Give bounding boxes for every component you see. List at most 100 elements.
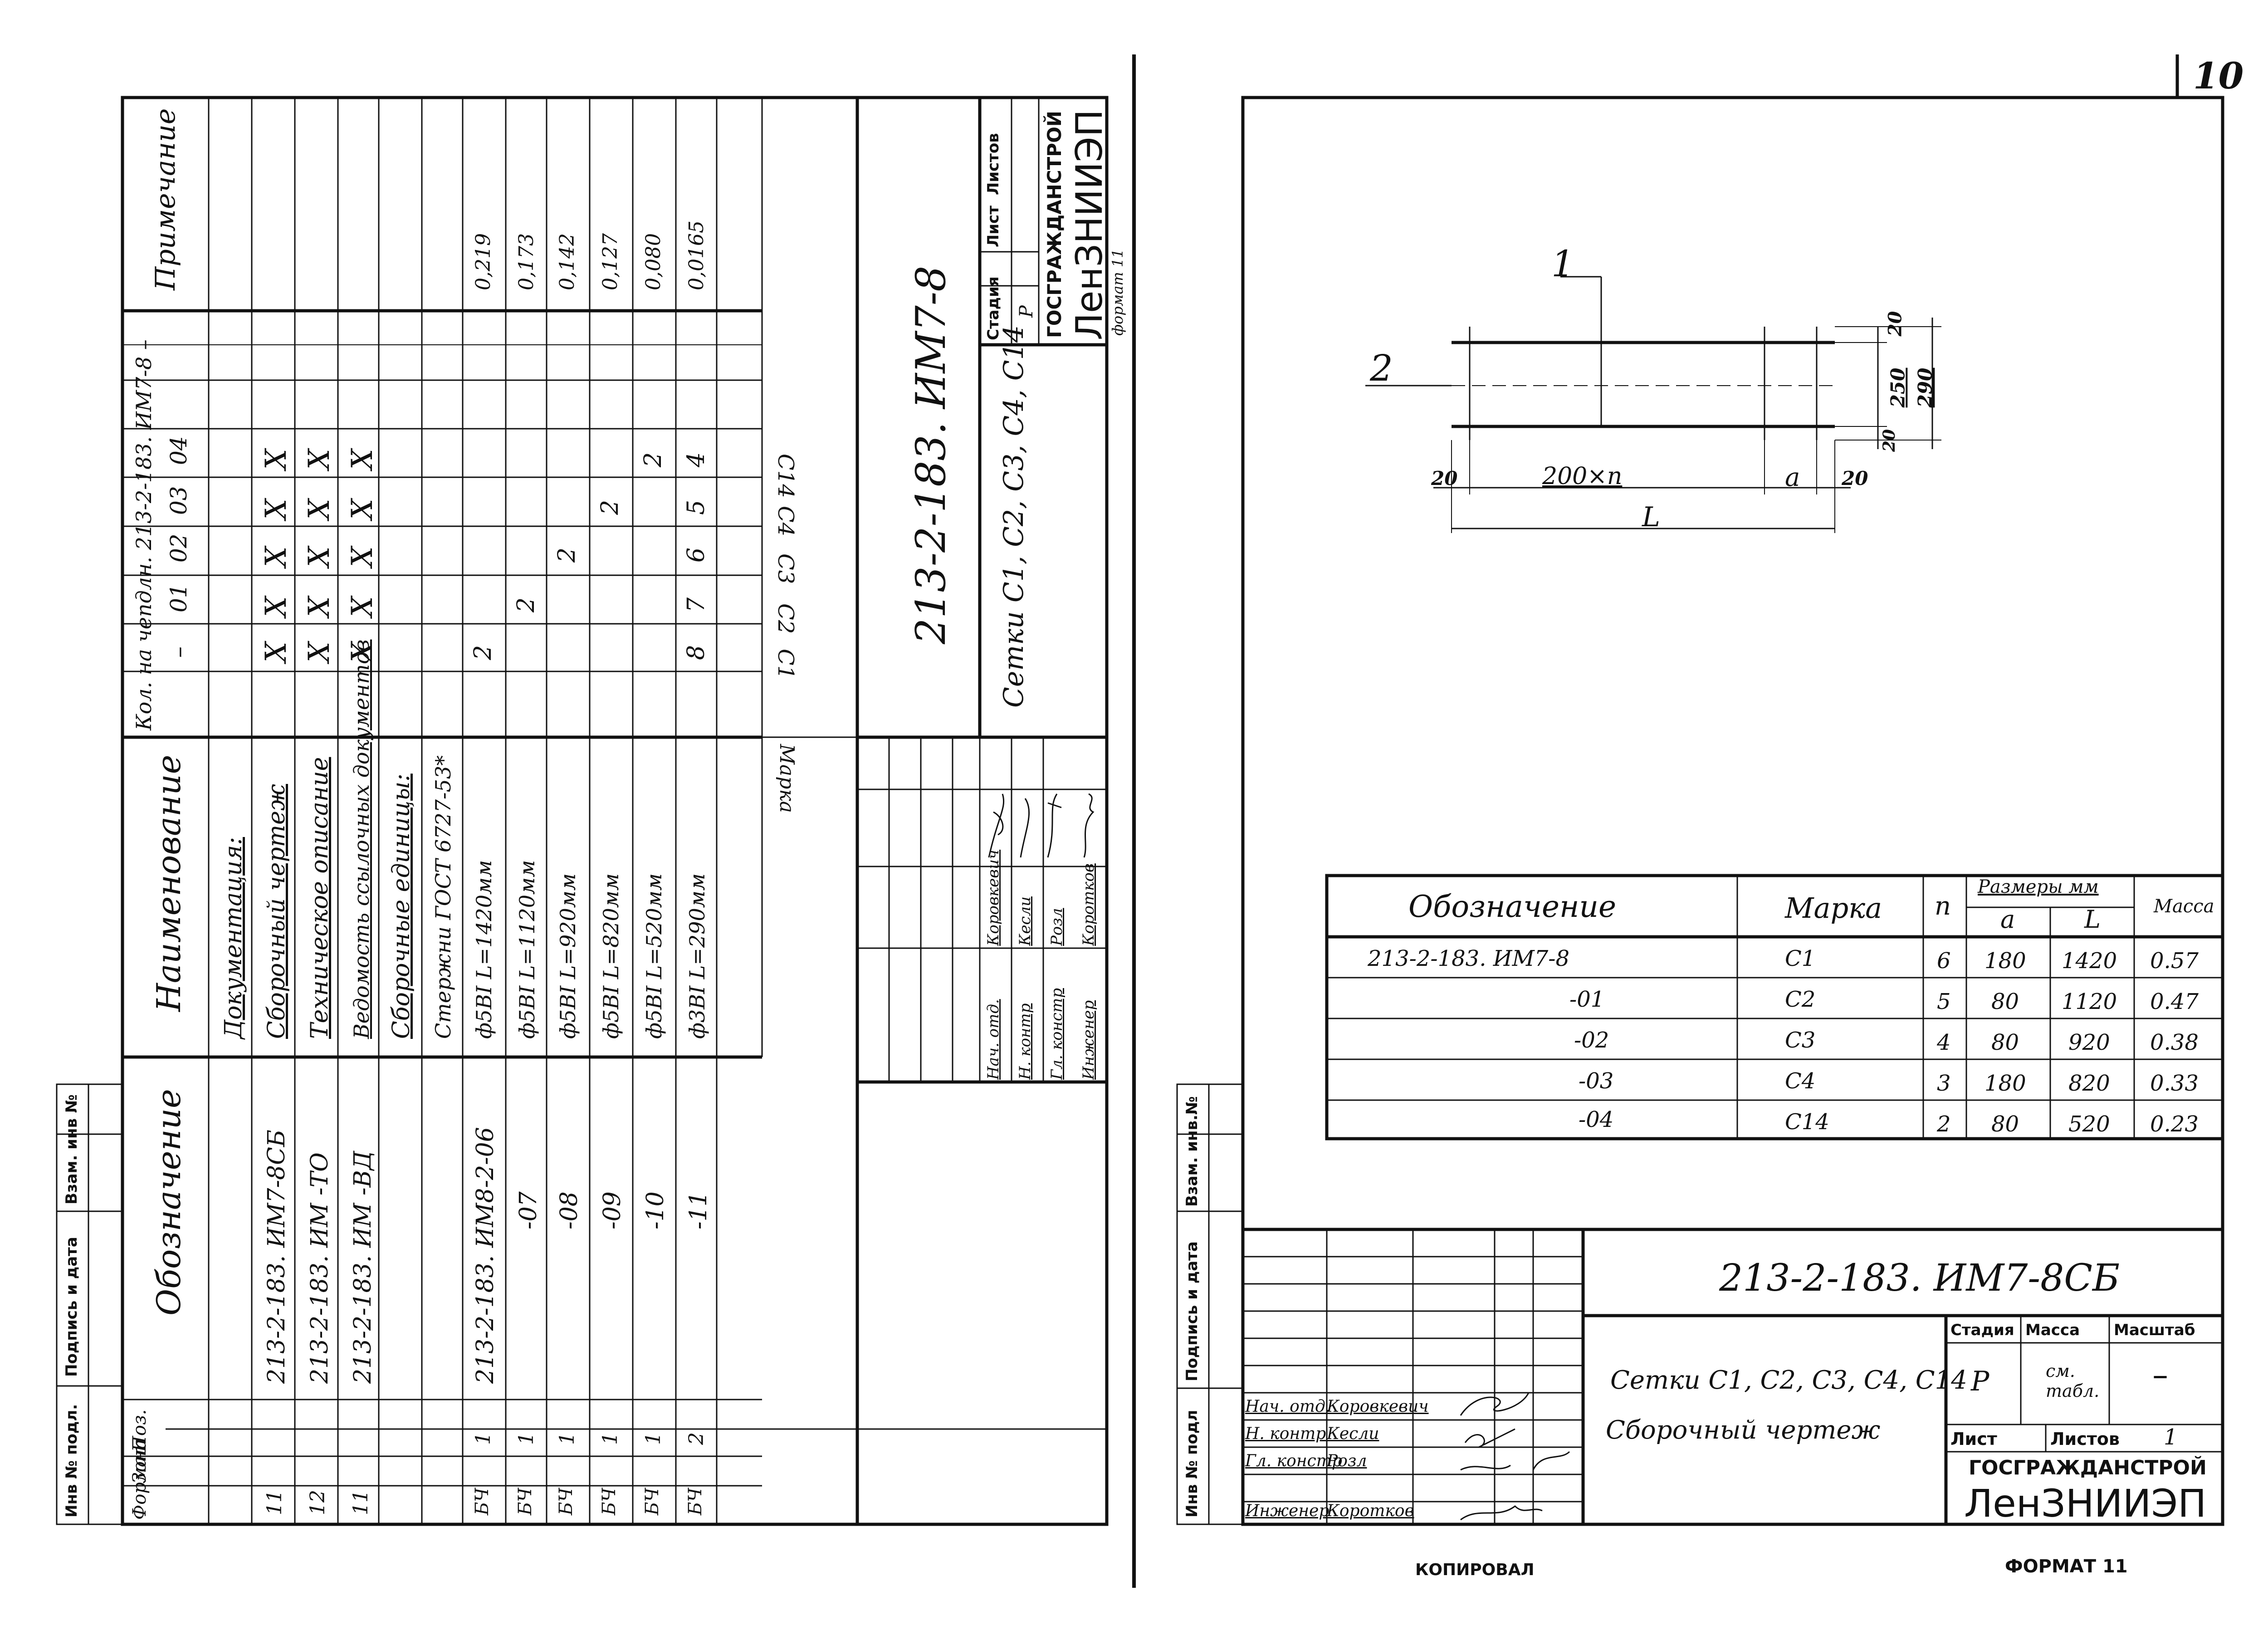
drawing-label-1: 1 (1551, 243, 1574, 285)
table-header-marka: Марка (1785, 891, 1882, 925)
table-row-0-designation: 213-2-183. ИМ7-8 (1368, 946, 1570, 971)
table-row-0-n: 6 (1937, 948, 1951, 974)
row-8-note: 0,142 (556, 233, 579, 290)
table-row-0-L: 1420 (2062, 948, 2117, 974)
row-1-mark-1: X (259, 596, 293, 617)
dim-250: 250 (1887, 367, 1909, 408)
table-row-3-marka: С4 (1785, 1068, 1816, 1094)
row-3-mark-3: X (346, 499, 379, 519)
left-name-2: Розл (1048, 908, 1066, 946)
row-3-mark-1: X (346, 596, 379, 617)
left-role-1: Н. контр (1016, 1003, 1034, 1080)
table-row-1-marka: С2 (1785, 987, 1816, 1012)
row-6-name: ф5ВI L=1420мм (472, 860, 496, 1039)
row-3-mark-0: X (346, 641, 379, 662)
marka-label: Марка (775, 744, 798, 813)
right-role-0: Нач. отд. (1245, 1397, 1331, 1416)
right-role-3: Инженер (1245, 1502, 1330, 1520)
right-scale-value: – (2152, 1356, 2168, 1394)
right-role-1: Н. контр (1245, 1425, 1326, 1443)
row-8-designation: -08 (556, 1191, 583, 1229)
right-stage-label: Стадия (1950, 1321, 2014, 1339)
right-mass-label: Масса (2025, 1321, 2080, 1339)
left-name-3: Коротков (1080, 863, 1098, 946)
table-row-3-a: 180 (1984, 1071, 2026, 1096)
row-11-mark-4: 4 (683, 452, 710, 467)
marka-c4: С4 (773, 506, 798, 537)
row-11-mark-3: 5 (683, 499, 710, 515)
row-3-mark-2: X (346, 546, 379, 567)
row-6-designation: 213-2-183. ИМ8-2-06 (472, 1127, 499, 1384)
row-7-designation: -07 (515, 1191, 542, 1229)
table-row-4-designation: -04 (1579, 1107, 1614, 1132)
table-row-4-marka: С14 (1785, 1109, 1829, 1135)
left-format-note: формат 11 (1109, 249, 1126, 336)
table-row-3-mass: 0.33 (2150, 1071, 2199, 1096)
table-row-2-designation: -02 (1574, 1028, 1609, 1053)
right-name-0: Коровкевич (1327, 1397, 1429, 1416)
row-10-pos: 1 (642, 1432, 665, 1445)
sheet-divider (1132, 54, 1136, 1588)
row-10-designation: -10 (642, 1191, 669, 1229)
stamp-vzam-inv: Взам. инв № (63, 1094, 81, 1204)
row-1-designation: 213-2-183. ИМ7-8СБ (263, 1129, 290, 1384)
row-1-mark-0: X (259, 641, 293, 662)
table-row-2-n: 4 (1937, 1030, 1951, 1055)
drawing-label-2: 2 (1370, 347, 1393, 389)
right-name-3: Коротков (1327, 1502, 1414, 1520)
row-10-mark-4: 2 (640, 452, 667, 467)
row-11-mark-0: 8 (683, 645, 710, 660)
stamp-inv-podl: Инв № подл. (63, 1404, 81, 1518)
header-designation: Обозначение (150, 1089, 188, 1316)
marka-c2: С2 (773, 603, 798, 634)
exec-col-4: 04 (166, 436, 192, 465)
row-2-mark-4: X (303, 449, 336, 470)
table-row-0-marka: С1 (1785, 946, 1816, 971)
right-name-1: Кесли (1327, 1425, 1379, 1443)
row-6-note: 0,219 (472, 233, 495, 290)
row-9-note: 0,127 (599, 233, 622, 290)
row-7-pos: 1 (515, 1432, 538, 1445)
table-row-1-a: 80 (1991, 989, 2019, 1014)
table-row-4-L: 520 (2068, 1111, 2110, 1137)
left-sheet-label: Лист (984, 206, 1002, 247)
dim-L: L (1642, 501, 1660, 533)
row-2-designation: 213-2-183. ИМ -ТО (306, 1152, 333, 1384)
left-org2: ЛенЗНИИЭП (1068, 109, 1110, 340)
row-7-note: 0,173 (515, 233, 538, 290)
table-row-1-mass: 0.47 (2150, 989, 2199, 1014)
row-2-mark-1: X (303, 596, 336, 617)
row-5-name: Стержни ГОСТ 6727-53* (431, 755, 455, 1039)
left-stage-label: Стадия (984, 276, 1002, 340)
row-8-name: ф5ВI L=920мм (556, 873, 580, 1039)
row-11-designation: -11 (685, 1191, 712, 1229)
right-stamp-vzam-inv: Взам. инв.№ (1183, 1096, 1201, 1207)
row-2-mark-3: X (303, 499, 336, 519)
left-signatures (988, 793, 1095, 858)
row-1-mark-3: X (259, 499, 293, 519)
page-number: 10 (2193, 54, 2244, 97)
table-header-n: n (1935, 891, 1951, 921)
right-name-2: Розл (1327, 1452, 1367, 1470)
marka-c3: С3 (773, 553, 798, 584)
table-row-3-n: 3 (1937, 1071, 1951, 1096)
right-stage-value: Р (1971, 1366, 1989, 1397)
right-title-code: 213-2-183. ИМ7-8СБ (1719, 1257, 2120, 1300)
right-org1: ГОСГРАЖДАНСТРОЙ (1969, 1456, 2207, 1479)
dim-290: 290 (1914, 367, 1936, 408)
row-7-mark-1: 2 (513, 597, 540, 612)
row-3-mark-4: X (346, 449, 379, 470)
dim-200n: 200×n (1542, 463, 1623, 490)
right-sheet-label: Лист (1950, 1429, 1997, 1449)
row-9-pos: 1 (599, 1432, 622, 1445)
table-row-1-n: 5 (1937, 989, 1951, 1014)
row-11-pos: 2 (685, 1432, 708, 1445)
right-sheets-value: 1 (2164, 1425, 2178, 1450)
row-3-format: 11 (349, 1490, 372, 1515)
exec-col-3: 03 (166, 486, 192, 515)
right-sheet-frame (1176, 54, 2224, 1526)
right-org2: ЛенЗНИИЭП (1964, 1481, 2207, 1526)
table-row-4-mass: 0.23 (2150, 1111, 2199, 1137)
row-8-pos: 1 (556, 1432, 579, 1445)
footer-copied: КОПИРОВАЛ (1415, 1561, 1535, 1579)
